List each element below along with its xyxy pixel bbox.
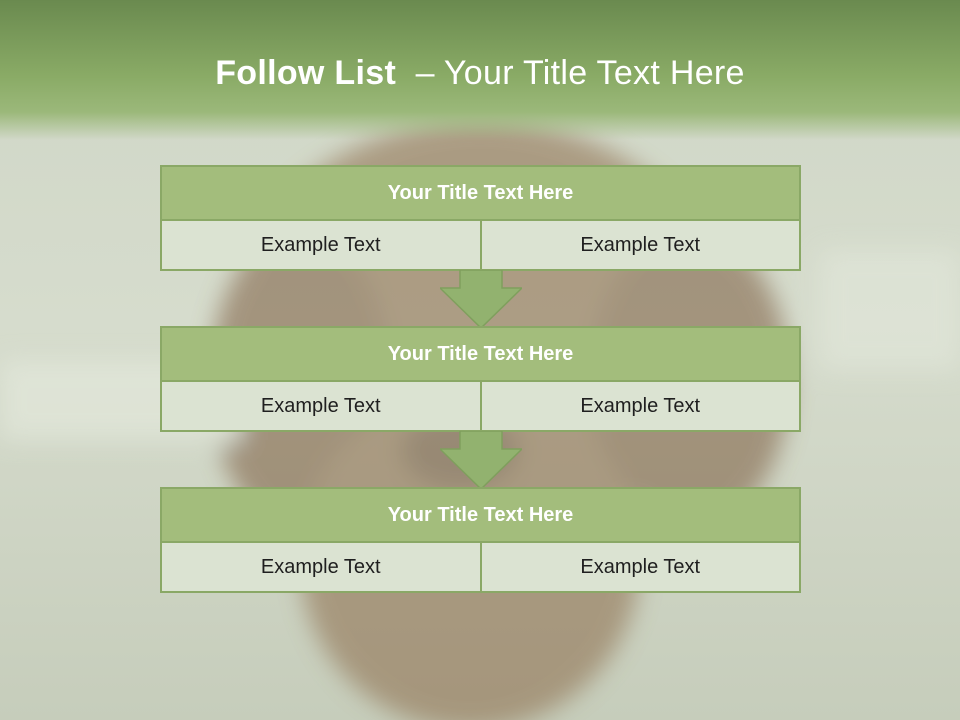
step-title: Your Title Text Here bbox=[160, 165, 801, 221]
slide-title: Follow List – Your Title Text Here bbox=[0, 54, 960, 93]
step-cell-left: Example Text bbox=[160, 543, 482, 593]
down-arrow-icon bbox=[440, 431, 522, 489]
step-cell-right: Example Text bbox=[481, 221, 801, 271]
title-rest: – Your Title Text Here bbox=[415, 54, 745, 92]
step-cell-left: Example Text bbox=[160, 221, 482, 271]
step-title: Your Title Text Here bbox=[160, 487, 801, 543]
down-arrow-icon bbox=[440, 270, 522, 328]
step-cell-left: Example Text bbox=[160, 382, 482, 432]
step-row: Example Text Example Text bbox=[160, 543, 801, 593]
step-cell-right: Example Text bbox=[481, 382, 801, 432]
step-row: Example Text Example Text bbox=[160, 221, 801, 271]
step-row: Example Text Example Text bbox=[160, 382, 801, 432]
step-block-1: Your Title Text Here Example Text Exampl… bbox=[160, 165, 801, 271]
title-bold: Follow List bbox=[215, 54, 397, 92]
step-block-2: Your Title Text Here Example Text Exampl… bbox=[160, 326, 801, 432]
step-cell-right: Example Text bbox=[481, 543, 801, 593]
step-block-3: Your Title Text Here Example Text Exampl… bbox=[160, 487, 801, 593]
header-band bbox=[0, 0, 960, 140]
step-title: Your Title Text Here bbox=[160, 326, 801, 382]
